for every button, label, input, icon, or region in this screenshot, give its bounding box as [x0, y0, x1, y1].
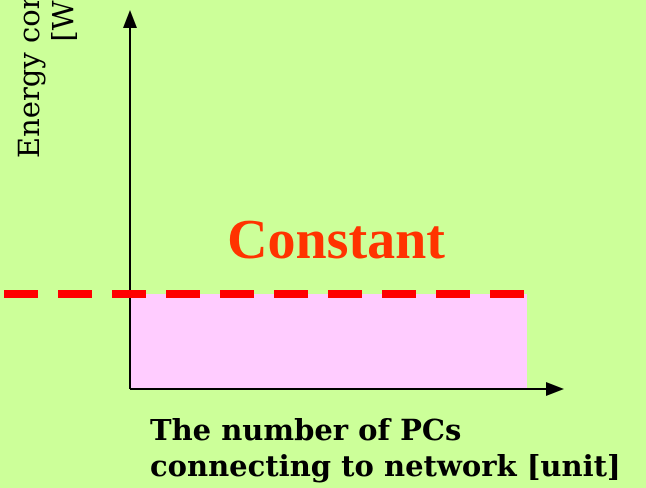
constant-energy-area [130, 294, 527, 389]
x-axis-label-line2: connecting to network [unit] [150, 449, 621, 483]
y-axis-arrowhead [123, 10, 137, 28]
constant-label: Constant [227, 209, 445, 271]
x-axis-arrowhead [546, 382, 564, 396]
y-axis-label: Energy consumption [Wh] [12, 0, 80, 186]
x-axis-label: The number of PCs connecting to network … [150, 412, 621, 484]
x-axis-label-line1: The number of PCs [150, 413, 462, 447]
y-axis-label-line2: [Wh] [46, 0, 80, 42]
y-axis-label-line1: Energy consumption [12, 0, 46, 159]
